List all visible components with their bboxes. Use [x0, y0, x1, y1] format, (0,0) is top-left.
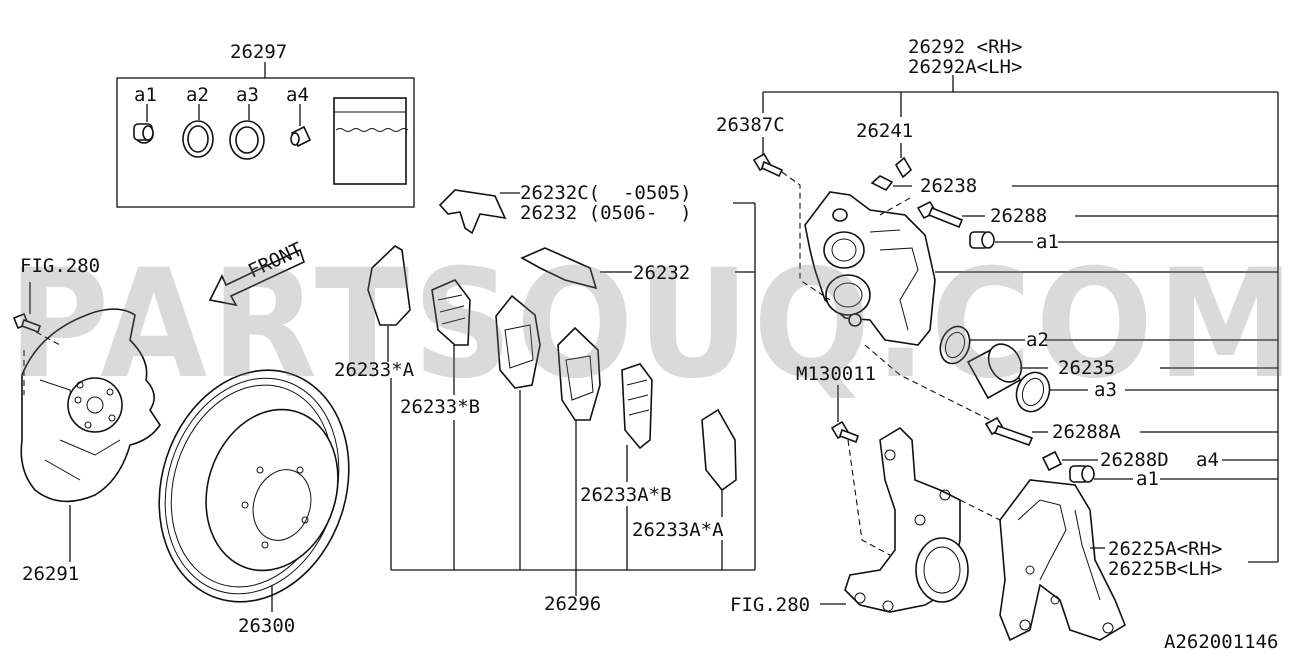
shim-a-part: [367, 245, 411, 326]
pin-bolt-part: [916, 200, 964, 229]
seal-a2-part: [939, 325, 971, 365]
pad-kit-label: 26296: [544, 593, 601, 615]
nipple-part: [870, 175, 894, 192]
nipple-label: 26238: [920, 175, 977, 197]
kit-seal-a2: [182, 120, 214, 158]
kit-bushing-a4: [290, 125, 312, 148]
clip-b-label: 26232: [633, 262, 690, 284]
caliper-lh-label: 26292A<LH>: [908, 56, 1022, 78]
boot-a1-b-part: [1069, 465, 1095, 483]
bolt-fig280: [12, 312, 42, 334]
pad-clip-b-part: [520, 247, 598, 290]
shim-a-label: 26233*A: [334, 359, 415, 381]
caliper-body-part: [804, 191, 936, 346]
bolt-label: M130011: [796, 363, 876, 385]
steering-knuckle-part: [844, 426, 969, 613]
brake-rotor-part: [158, 369, 350, 603]
boot-a3-label: a3: [1094, 379, 1117, 401]
bracket-bolt-part: [830, 420, 860, 444]
kit-boot-a1: [133, 123, 154, 144]
clip-c-label: 26232C( -0505): [520, 182, 692, 204]
grease-packet: [333, 97, 409, 185]
kit-item-a4-label: a4: [286, 84, 309, 106]
caliper-rh-label: 26292 <RH>: [908, 36, 1022, 58]
bracket-lh-label: 26225B<LH>: [1108, 558, 1222, 580]
shim-ab-label: 26233A*B: [580, 484, 672, 506]
bushing-label: 26288D: [1100, 449, 1169, 471]
bushing-a4-label: a4: [1196, 449, 1219, 471]
backing-plate-label: 26291: [22, 563, 79, 585]
shim-aa-label: 26233A*A: [632, 519, 724, 541]
fig280-knuckle-label: FIG.280: [730, 594, 810, 616]
boot-a1-part: [969, 231, 995, 249]
shim-b-label: 26233*B: [400, 396, 480, 418]
brake-pad-1-part: [495, 294, 541, 389]
bracket-rh-label: 26225A<RH>: [1108, 538, 1222, 560]
bleeder-screw-part: [752, 152, 784, 178]
backing-plate-part: [20, 308, 161, 503]
clip-label: 26232 (0506- ): [520, 202, 692, 224]
bleeder-cap-part: [894, 156, 913, 179]
kit-item-a2-label: a2: [186, 84, 209, 106]
kit-item-a3-label: a3: [236, 84, 259, 106]
shim-aa-part: [701, 408, 737, 492]
bushing-part: [1041, 450, 1063, 472]
caliper-bracket-part: [999, 479, 1126, 642]
repair-kit-box: [116, 62, 415, 208]
shim-ab-part: [621, 363, 653, 450]
boot-a1-b-label: a1: [1136, 468, 1159, 490]
watermark: PARTSOUQ.COM: [8, 238, 1298, 412]
diagram-id-label: A262001146: [1164, 631, 1278, 653]
kit-item-a1-label: a1: [134, 84, 157, 106]
kit-number-label: 26297: [230, 41, 287, 63]
bleeder-label: 26387C: [716, 114, 785, 136]
brake-pad-2-part: [557, 326, 601, 421]
rotor-label: 26300: [238, 615, 295, 637]
pad-clip-part: [438, 189, 507, 235]
cap-label: 26241: [856, 120, 913, 142]
kit-boot-a3: [229, 120, 265, 160]
piston-part: [966, 343, 1023, 400]
pin-bolt-a-part: [984, 416, 1034, 447]
front-arrow: [208, 248, 305, 307]
piston-label: 26235: [1058, 357, 1115, 379]
seal-a2-label: a2: [1026, 329, 1049, 351]
boot-a1-label: a1: [1036, 231, 1059, 253]
shim-b-part: [431, 279, 471, 346]
fig280-bolt-label: FIG.280: [20, 255, 100, 277]
pin-bolt-label: 26288: [990, 205, 1047, 227]
boot-a3-part: [1015, 371, 1051, 413]
pin-bolt-a-label: 26288A: [1052, 421, 1121, 443]
